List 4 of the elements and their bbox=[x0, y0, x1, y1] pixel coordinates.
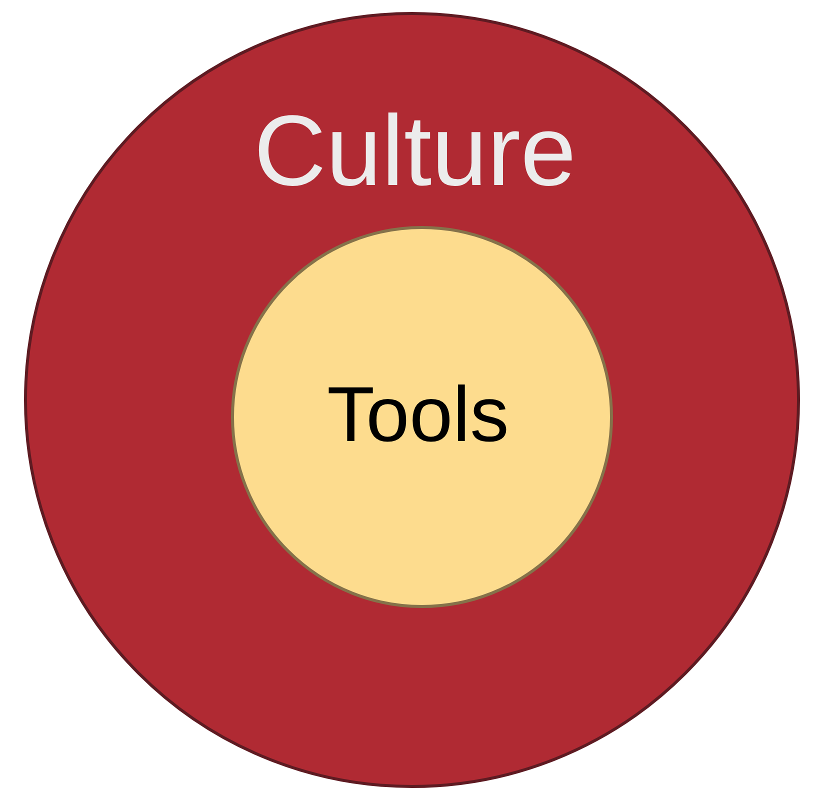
inner-circle-label: Tools bbox=[326, 375, 510, 453]
inner-circle bbox=[231, 226, 613, 608]
outer-circle-label: Culture bbox=[254, 101, 576, 201]
outer-circle bbox=[24, 12, 800, 788]
